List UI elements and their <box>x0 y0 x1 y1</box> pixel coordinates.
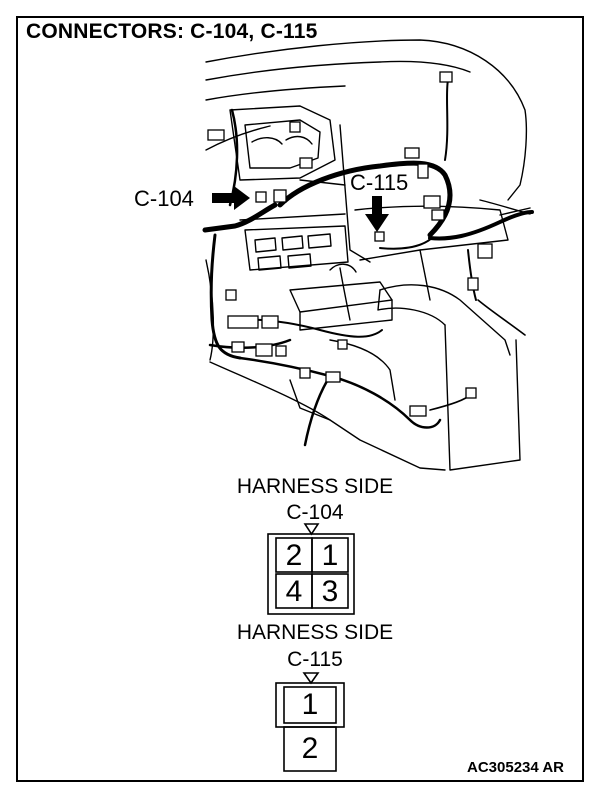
c104-pin: 1 <box>321 539 339 572</box>
figure-title: CONNECTORS: C-104, C-115 <box>26 20 318 43</box>
callout-c115: C-115 <box>350 170 409 195</box>
c104-pin: 2 <box>285 539 303 572</box>
c115-pin: 2 <box>301 732 319 765</box>
c104-pin: 3 <box>321 575 339 608</box>
c104-pin: 4 <box>285 575 303 608</box>
c104-connector-name: C-104 <box>286 501 344 524</box>
c115-connector-name: C-115 <box>287 648 343 671</box>
c115-pin: 1 <box>301 688 319 721</box>
c104-harness-side-label: HARNESS SIDE <box>236 475 394 498</box>
figure-code: AC305234 AR <box>467 759 564 776</box>
callout-c104: C-104 <box>134 186 194 211</box>
figure-frame <box>16 16 584 782</box>
c115-harness-side-label: HARNESS SIDE <box>236 621 394 644</box>
